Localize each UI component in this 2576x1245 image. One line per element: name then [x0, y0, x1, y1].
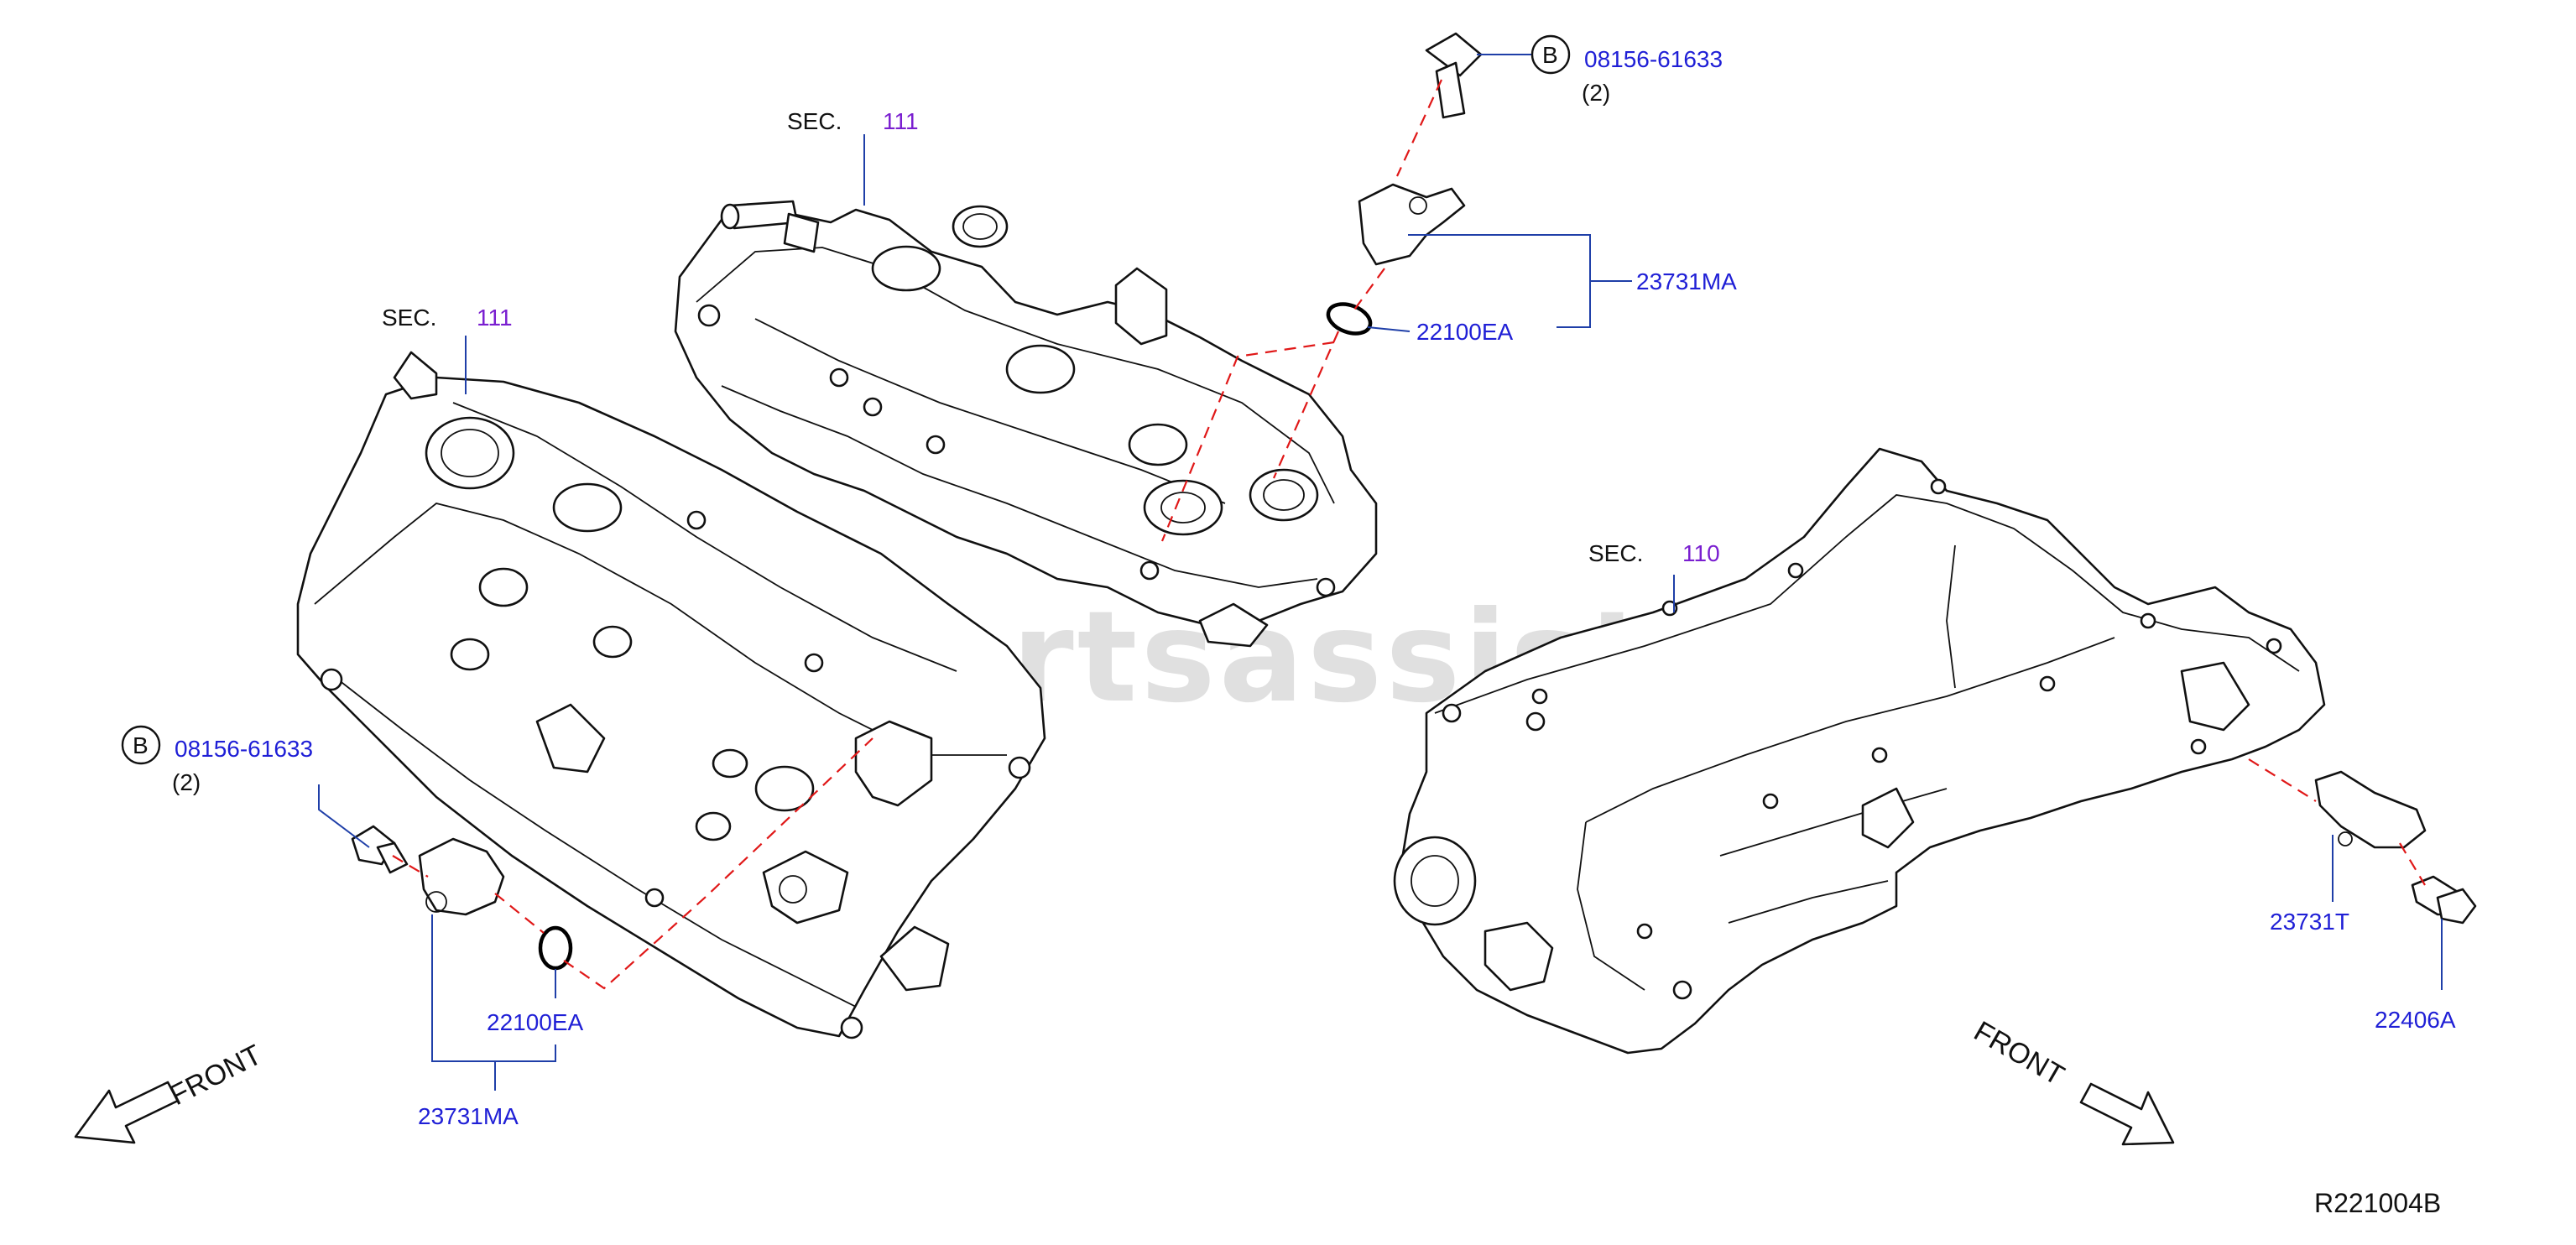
left-bolt-leader [318, 784, 370, 848]
crankshaft-sensor[interactable] [2314, 770, 2427, 849]
left-bolt[interactable] [351, 825, 409, 874]
top-bolt[interactable] [1425, 32, 1483, 119]
top-sensor-part-number[interactable]: 23731MA [1636, 268, 1737, 294]
top-bolt-qty: (2) [1582, 80, 1610, 106]
left-o-ring[interactable] [538, 925, 573, 971]
top-oring-leader [1367, 326, 1411, 332]
lower-cylinder-block[interactable] [1393, 447, 2326, 1055]
upper-sec-number[interactable]: 111 [883, 108, 919, 134]
diagram-code: R221004B [2314, 1188, 2441, 1218]
left-bolt-part-number[interactable]: 08156-61633 [175, 736, 313, 762]
crankshaft-bolt[interactable] [2411, 875, 2477, 925]
front-label-right: FRONT [1969, 1015, 2069, 1091]
top-assembly-line [1160, 79, 1442, 542]
top-oring-part-number[interactable]: 22100EA [1416, 319, 1514, 345]
left-oring-part-number[interactable]: 22100EA [487, 1009, 584, 1035]
left-bolt-qty: (2) [172, 769, 201, 795]
upper-valve-cover[interactable] [674, 200, 1378, 648]
top-sensor-leader [1408, 234, 1632, 328]
left-bolt-badge: B [133, 732, 149, 758]
top-bolt-badge: B [1542, 42, 1558, 68]
top-o-ring[interactable] [1324, 299, 1374, 339]
crank-bolt-part-number[interactable]: 22406A [2375, 1007, 2456, 1033]
crank-sensor-part-number[interactable]: 23731T [2270, 909, 2349, 935]
left-sensor-part-number[interactable]: 23731MA [418, 1103, 519, 1129]
front-arrow-left [74, 1081, 180, 1144]
top-bolt-badge-circle [1530, 34, 1571, 75]
upper-sec-prefix: SEC. [787, 108, 842, 134]
left-valve-cover[interactable] [296, 351, 1046, 1039]
crank-assembly-line [2248, 758, 2426, 886]
left-assembly-line [392, 737, 873, 990]
top-camshaft-sensor[interactable] [1358, 183, 1466, 266]
front-label-left: FRONT [164, 1039, 267, 1112]
left-sensor-leader [431, 914, 556, 1091]
left-sec-prefix: SEC. [382, 305, 436, 331]
lower-sec-prefix: SEC. [1588, 540, 1643, 566]
left-camshaft-sensor[interactable] [418, 837, 505, 916]
front-arrow-right [2079, 1082, 2175, 1146]
top-bolt-part-number[interactable]: 08156-61633 [1584, 46, 1723, 72]
left-sec-number[interactable]: 111 [477, 305, 513, 331]
lower-sec-number[interactable]: 110 [1682, 540, 1720, 566]
left-bolt-badge-circle [121, 725, 161, 765]
